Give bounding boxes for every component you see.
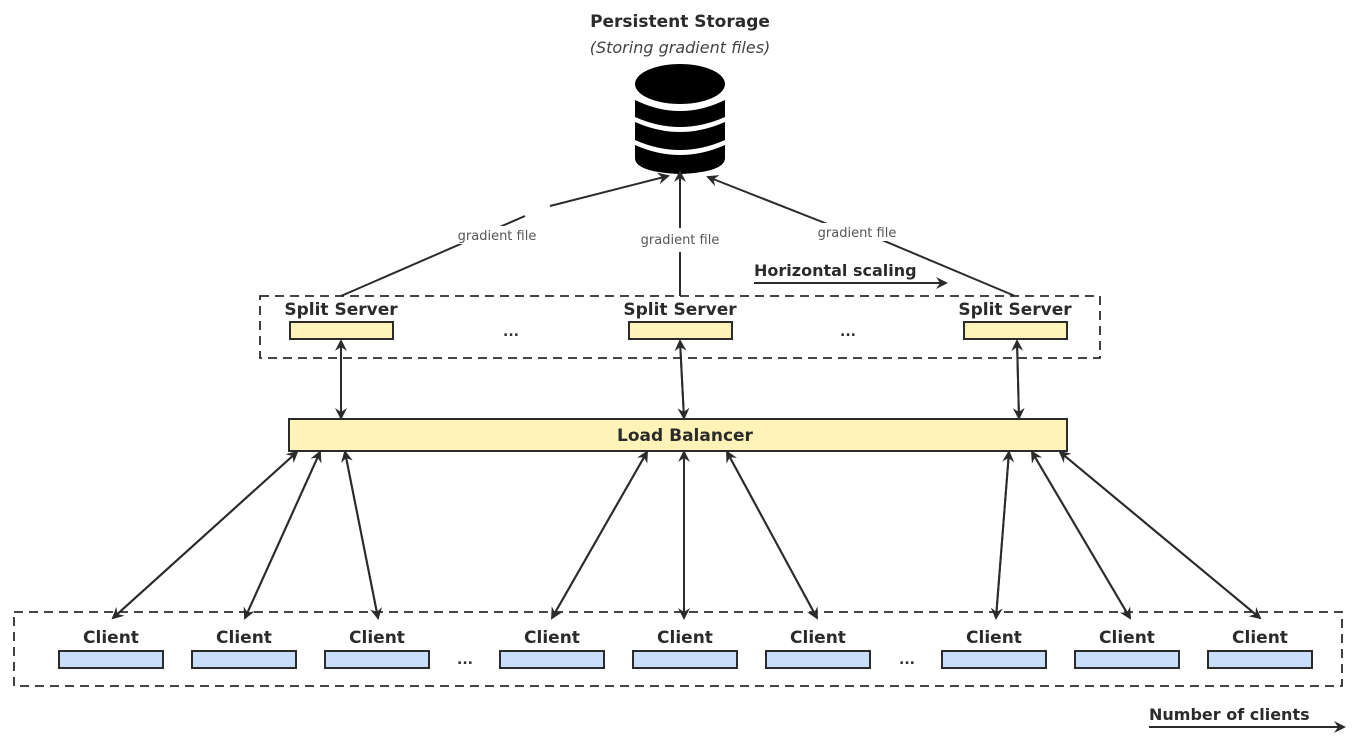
client-label: Client xyxy=(790,628,846,648)
number-of-clients-label: Number of clients xyxy=(1149,705,1310,724)
edge-split1-storage-b xyxy=(549,172,670,207)
edge-label-1: gradient file xyxy=(458,229,537,244)
edge-lb-client1-reverse xyxy=(112,450,299,619)
edge-lb-split3-reverse xyxy=(1011,339,1024,419)
client-9[interactable] xyxy=(1207,650,1313,669)
client-label: Client xyxy=(966,628,1022,648)
split-server-2[interactable] xyxy=(628,321,733,340)
edge-lb-client8-reverse xyxy=(1030,450,1131,619)
edge-lb-split2-reverse xyxy=(674,339,687,419)
client-ellipsis-1: ... xyxy=(457,652,473,668)
client-label: Client xyxy=(349,628,405,648)
split-server-ellipsis-2: ... xyxy=(840,324,856,340)
edge-lb-client3-reverse xyxy=(341,450,379,619)
client-7[interactable] xyxy=(941,650,1047,669)
load-balancer-label: Load Balancer xyxy=(617,426,754,446)
client-label: Client xyxy=(216,628,272,648)
edge-split3-storage-b xyxy=(706,175,831,226)
edge-split3-storage-a xyxy=(881,239,1016,297)
edge-lb-client2-reverse xyxy=(244,450,322,619)
storage-title: Persistent Storage xyxy=(590,12,770,32)
edge-lb-client4-reverse xyxy=(551,450,648,619)
split-server-label: Split Server xyxy=(958,300,1072,320)
client-4[interactable] xyxy=(499,650,605,669)
split-server-1[interactable] xyxy=(289,321,394,340)
split-server-label: Split Server xyxy=(623,300,737,320)
client-label: Client xyxy=(1232,628,1288,648)
horizontal-scaling-label: Horizontal scaling xyxy=(754,261,917,280)
edge-label-3: gradient file xyxy=(818,226,897,241)
split-server-ellipsis-1: ... xyxy=(503,324,519,340)
edge-lb-client9-reverse xyxy=(1058,450,1261,619)
client-ellipsis-2: ... xyxy=(899,652,915,668)
client-2[interactable] xyxy=(191,650,297,669)
database-icon xyxy=(635,64,725,174)
server-lb-edges xyxy=(335,339,1025,420)
client-5[interactable] xyxy=(632,650,738,669)
client-6[interactable] xyxy=(765,650,871,669)
storage-subtitle: (Storing gradient files) xyxy=(590,38,771,57)
client-8[interactable] xyxy=(1074,650,1180,669)
edge-lb-client6-reverse xyxy=(726,450,818,619)
client-label: Client xyxy=(524,628,580,648)
client-3[interactable] xyxy=(324,650,430,669)
client-label: Client xyxy=(1099,628,1155,648)
client-1[interactable] xyxy=(58,650,164,669)
client-label: Client xyxy=(657,628,713,648)
client-group xyxy=(13,611,1343,687)
edge-lb-client7-reverse xyxy=(995,450,1015,619)
split-server-3[interactable] xyxy=(963,321,1068,340)
split-server-label: Split Server xyxy=(284,300,398,320)
edge-label-2: gradient file xyxy=(641,233,720,248)
client-label: Client xyxy=(83,628,139,648)
